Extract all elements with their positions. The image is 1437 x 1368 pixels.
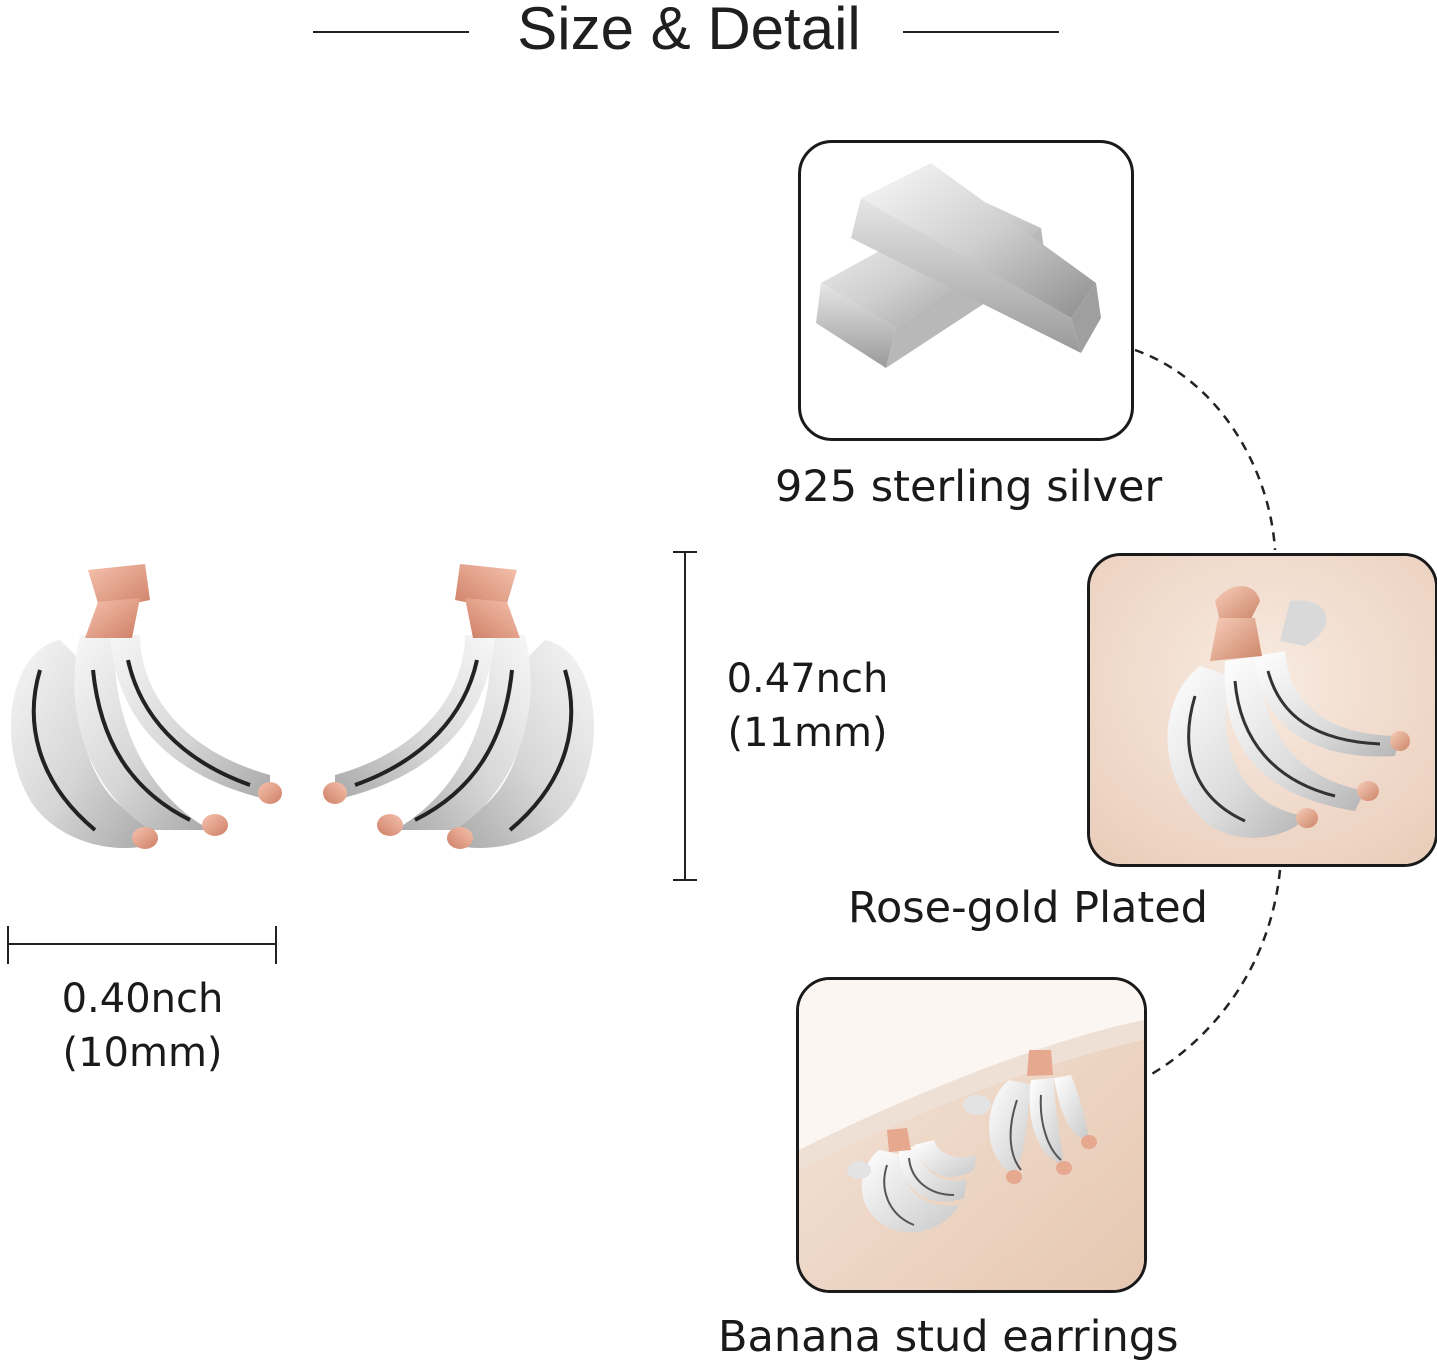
height-dimension-label: 0.47nch (11mm) xyxy=(715,652,900,760)
earrings-pair-photo xyxy=(799,980,1144,1290)
height-inch-value: 0.47nch xyxy=(726,656,889,702)
section-header: Size & Detail xyxy=(0,0,1437,62)
silver-bar-thumbnail xyxy=(798,140,1134,441)
width-inch-value: 0.40nch xyxy=(61,976,224,1022)
silver-bar-image xyxy=(816,163,1101,368)
detail-label-rose-gold: Rose-gold Plated xyxy=(848,883,1208,933)
left-banana-earring-image xyxy=(10,564,282,849)
rose-gold-thumbnail xyxy=(1087,553,1437,867)
height-mm-value: (11mm) xyxy=(727,710,888,756)
height-dimension-bracket xyxy=(673,551,697,881)
page-title: Size & Detail xyxy=(517,0,861,62)
width-dimension-label: 0.40nch (10mm) xyxy=(45,972,240,1080)
detail-label-silver: 925 sterling silver xyxy=(775,462,1163,512)
width-dimension-bracket xyxy=(7,926,277,964)
detail-label-banana-studs: Banana stud earrings xyxy=(718,1312,1179,1362)
dashed-connector xyxy=(1134,348,1282,1077)
header-divider-left xyxy=(313,31,469,33)
rose-gold-earring-closeup xyxy=(1090,556,1435,864)
earrings-pair-thumbnail xyxy=(796,977,1147,1293)
width-mm-value: (10mm) xyxy=(62,1030,223,1076)
right-banana-earring-image xyxy=(323,564,595,849)
header-divider-right xyxy=(903,31,1059,33)
